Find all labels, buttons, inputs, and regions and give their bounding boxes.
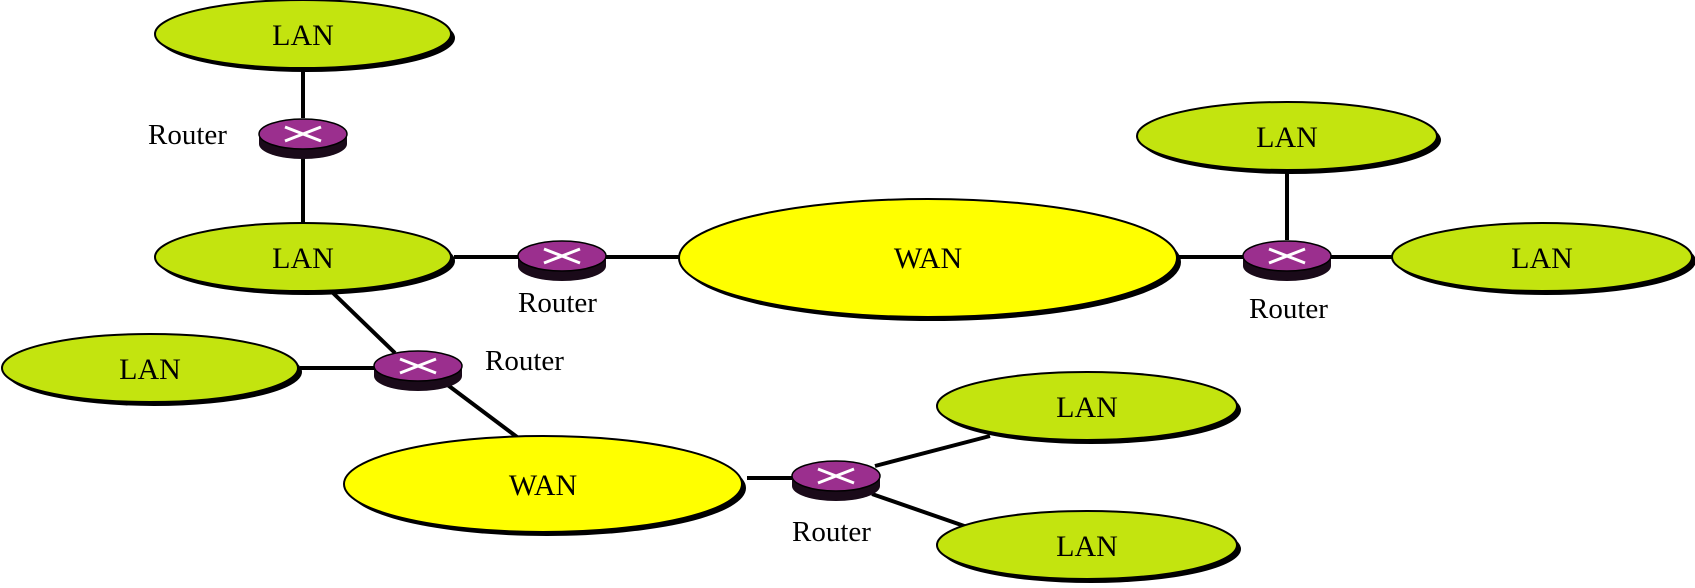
link-router-5-lan-bottom-right-lower	[871, 492, 971, 530]
router-1[interactable]: Router	[148, 118, 348, 159]
network-label: LAN	[1511, 242, 1573, 275]
link-router-5-lan-bottom-right-upper	[874, 434, 991, 468]
link-lan-mid-left-router-3	[330, 290, 397, 355]
network-label: LAN	[1056, 391, 1118, 424]
network-wan-bottom[interactable]: WAN	[343, 435, 746, 536]
network-label: WAN	[509, 469, 577, 502]
network-label: LAN	[272, 242, 334, 275]
router-label: Router	[485, 345, 564, 377]
network-label: WAN	[894, 242, 962, 275]
router-icon	[1242, 240, 1332, 281]
network-label: LAN	[1056, 530, 1118, 563]
router-label: Router	[792, 516, 871, 548]
router-label: Router	[148, 119, 227, 151]
router-icon	[791, 460, 881, 501]
router-4[interactable]: Router	[1242, 240, 1332, 325]
router-3[interactable]: Router	[373, 345, 564, 391]
network-label: LAN	[272, 19, 334, 52]
network-lan-bottom-right-upper[interactable]: LAN	[936, 371, 1241, 444]
network-lan-bottom-right-lower[interactable]: LAN	[936, 510, 1241, 583]
network-lan-right[interactable]: LAN	[1391, 222, 1695, 295]
router-2[interactable]: Router	[517, 240, 607, 319]
router-label: Router	[1249, 293, 1328, 325]
network-lan-top-left[interactable]: LAN	[154, 0, 455, 72]
links	[300, 68, 1395, 530]
network-label: LAN	[1256, 121, 1318, 154]
link-router-3-wan-bottom	[443, 381, 519, 439]
router-label: Router	[518, 287, 597, 319]
network-lan-top-right[interactable]: LAN	[1136, 101, 1441, 174]
network-wan-center[interactable]: WAN	[678, 198, 1181, 321]
network-lan-far-left[interactable]: LAN	[1, 333, 302, 406]
network-label: LAN	[119, 353, 181, 386]
router-5[interactable]: Router	[791, 460, 881, 548]
network-lan-mid-left[interactable]: LAN	[154, 222, 455, 295]
router-icon	[517, 240, 607, 281]
router-icon	[373, 350, 463, 391]
router-icon	[258, 118, 348, 159]
